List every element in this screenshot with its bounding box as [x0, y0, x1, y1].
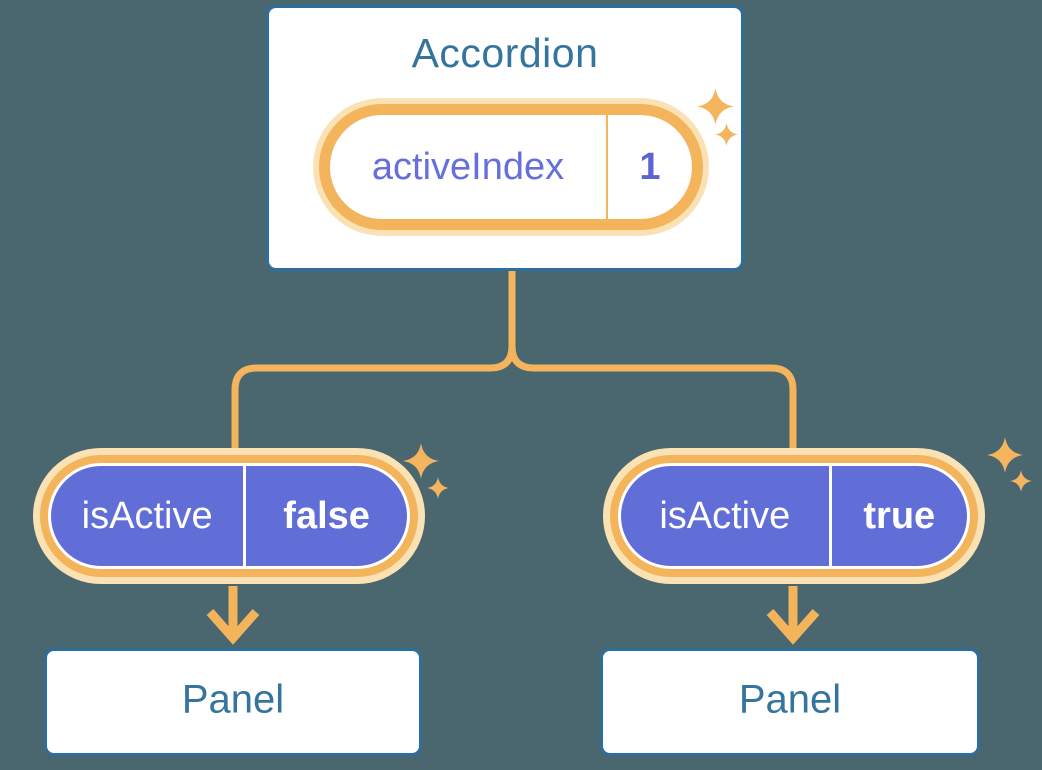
panel-title: Panel — [181, 677, 285, 722]
arrow-right — [766, 586, 820, 645]
state-name: activeIndex — [371, 145, 565, 188]
pill-divider — [606, 115, 608, 219]
panel-card-right: Panel — [600, 648, 980, 756]
prop-pill-left: isActive false — [48, 463, 410, 569]
prop-name: isActive — [659, 494, 791, 537]
prop-name: isActive — [81, 494, 213, 537]
state-pill: activeIndex 1 — [319, 104, 703, 230]
sparkle-icon — [1010, 470, 1032, 492]
sparkle-icon — [427, 477, 449, 499]
pill-divider — [828, 466, 832, 566]
arrow-left — [206, 586, 260, 645]
accordion-card: Accordion activeIndex 1 — [266, 5, 744, 271]
sparkle-icon — [715, 123, 738, 146]
sparkle-icon — [987, 437, 1023, 473]
prop-value: true — [863, 494, 936, 537]
prop-pill-right: isActive true — [618, 463, 970, 569]
panel-card-left: Panel — [44, 648, 422, 756]
sparkle-icon — [403, 443, 439, 479]
branch-line-right — [508, 271, 797, 452]
accordion-title: Accordion — [411, 30, 599, 76]
pill-divider — [243, 466, 247, 566]
sparkle-icon — [697, 88, 734, 125]
panel-title: Panel — [738, 677, 842, 722]
branch-line-left — [231, 271, 516, 452]
state-value: 1 — [639, 145, 661, 188]
prop-value: false — [283, 494, 370, 537]
